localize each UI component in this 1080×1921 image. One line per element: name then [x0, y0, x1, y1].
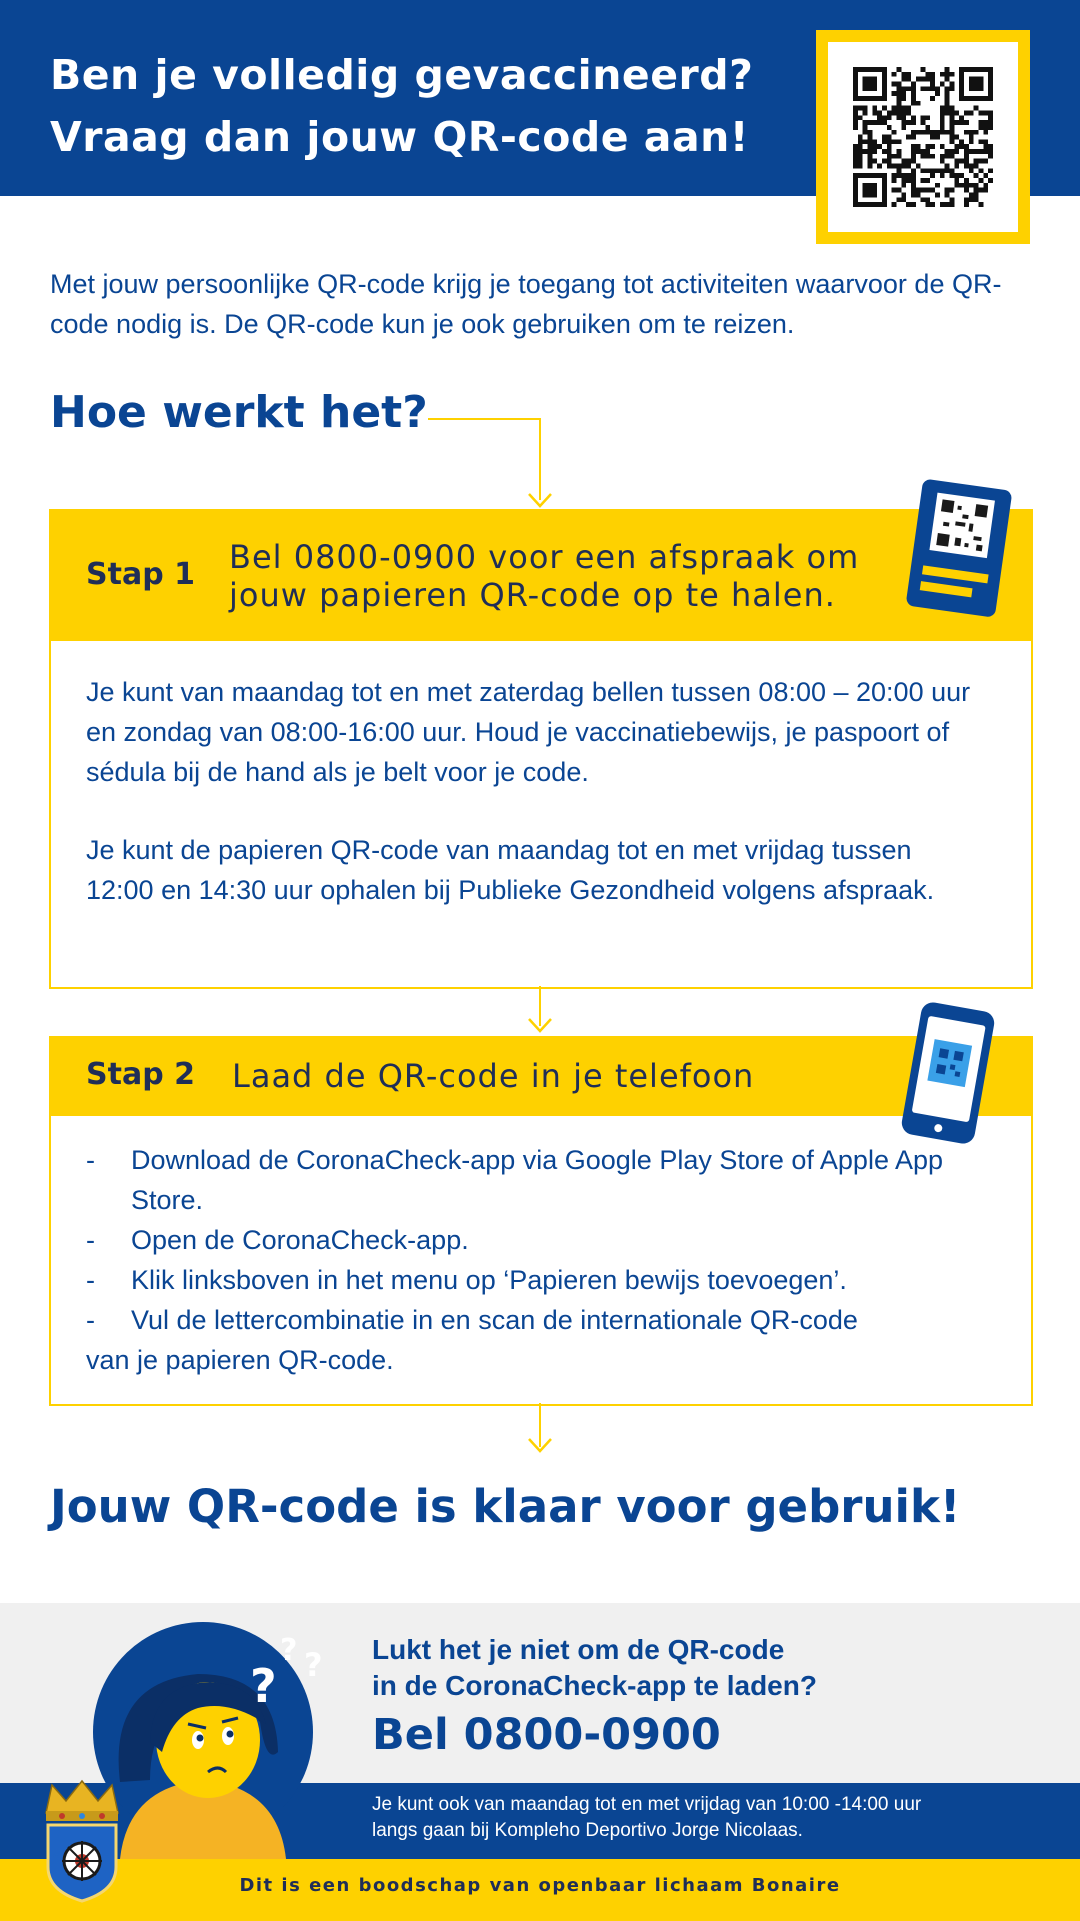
connector-line	[428, 418, 541, 420]
step-1-paragraph-2: Je kunt de papieren QR-code van maandag …	[86, 835, 935, 905]
list-item: -Vul de lettercombinatie in en scan de i…	[86, 1305, 858, 1375]
bonaire-coat-of-arms	[45, 1779, 119, 1903]
svg-text:?: ?	[304, 1646, 323, 1684]
list-item: -Klik linksboven in het menu op ‘Papiere…	[86, 1265, 847, 1295]
intro-text: Met jouw persoonlijke QR-code krijg je t…	[50, 269, 1002, 339]
step-2-header	[49, 1036, 1033, 1116]
list-item: -Open de CoronaCheck-app.	[86, 1225, 469, 1255]
qr-code-frame	[816, 30, 1030, 244]
arrow-down-icon	[528, 493, 552, 508]
step-1-title: Bel 0800-0900 voor een afspraak om jouw …	[229, 538, 860, 614]
help-phone-number[interactable]: Bel 0800-0900	[372, 1710, 721, 1760]
step-1-header	[49, 509, 1033, 641]
connector-line	[539, 418, 541, 500]
how-it-works-heading: Hoe werkt het?	[50, 387, 428, 438]
help-question: Lukt het je niet om de QR-code in de Cor…	[372, 1634, 817, 1701]
confused-person-icon: ? ? ?	[93, 1622, 323, 1859]
page-title: Ben je volledig gevaccineerd? Vraag dan …	[50, 44, 790, 168]
qr-code-icon	[853, 67, 993, 207]
arrow-down-icon	[528, 1438, 552, 1453]
svg-text:?: ?	[250, 1659, 277, 1713]
connector-line	[539, 986, 541, 1026]
ready-heading: Jouw QR-code is klaar voor gebruik!	[50, 1480, 961, 1533]
phone-qr-icon	[901, 1002, 995, 1144]
step-2-label: Stap 2	[86, 1057, 195, 1092]
visit-info-text: Je kunt ook van maandag tot en met vrijd…	[372, 1794, 922, 1841]
arrow-down-icon	[528, 1018, 552, 1033]
svg-text:?: ?	[280, 1633, 297, 1668]
step-1-label: Stap 1	[86, 557, 195, 592]
step-2-list: -Download de CoronaCheck-app via Google …	[86, 1140, 966, 1380]
footer-band	[0, 1859, 1080, 1921]
step-2-title: Laad de QR-code in je telefoon	[232, 1057, 755, 1095]
list-item: -Download de CoronaCheck-app via Google …	[86, 1145, 944, 1215]
step-1-paragraph-1: Je kunt van maandag tot en met zaterdag …	[86, 677, 971, 787]
footer-message: Dit is een boodschap van openbaar lichaa…	[239, 1875, 841, 1896]
title-line-2: Vraag dan jouw QR-code aan!	[50, 113, 750, 161]
connector-line	[539, 1403, 541, 1447]
title-line-1: Ben je volledig gevaccineerd?	[50, 51, 754, 99]
qr-card-icon	[906, 479, 1012, 617]
